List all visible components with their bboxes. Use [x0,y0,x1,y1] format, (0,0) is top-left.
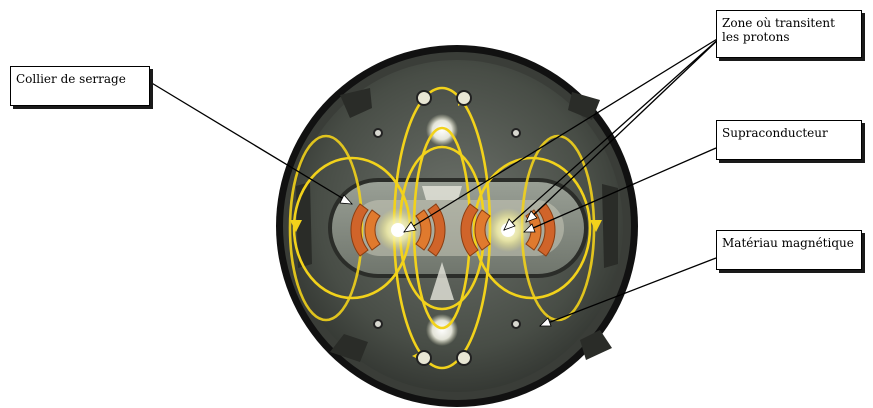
label-supra-text: Supraconducteur [722,126,828,140]
label-collier-text: Collier de serrage [16,72,126,86]
label-materiau-text: Matériau magnétique [722,236,854,250]
label-zone-line2: les protons [722,30,856,44]
label-supraconducteur: Supraconducteur [716,120,862,160]
label-zone-line1: Zone où transitent [722,16,856,30]
label-materiau-magnetique: Matériau magnétique [716,230,862,270]
label-zone-protons: Zone où transitent les protons [716,10,862,58]
label-collier-de-serrage: Collier de serrage [10,66,150,106]
upper-beam-marker [422,186,462,200]
upper-glow [426,114,458,146]
proton-beam-left-core [391,223,405,237]
